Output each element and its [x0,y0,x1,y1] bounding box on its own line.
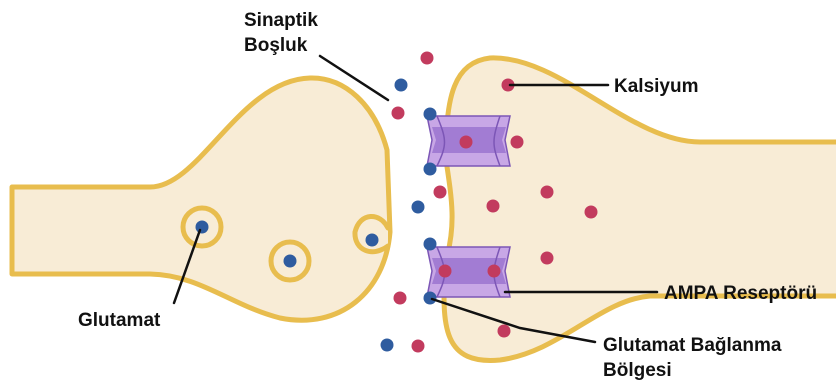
glutamate-molecule [412,201,425,214]
calcium-ion [434,186,447,199]
calcium-ion [439,265,452,278]
label-glutamate: Glutamat [78,310,161,331]
postsynaptic-dendrite [444,58,836,361]
glutamate-molecule [424,238,437,251]
label-synaptic-cleft-2: Boşluk [244,35,308,56]
calcium-ion [541,186,554,199]
glutamate-molecule [366,234,379,247]
calcium-ion [511,136,524,149]
glutamate-molecule [381,339,394,352]
glutamate-molecule [284,255,297,268]
calcium-ion [412,340,425,353]
label-calcium: Kalsiyum [614,76,698,97]
calcium-ion [541,252,554,265]
label-ampa-receptor: AMPA Reseptörü [664,283,817,304]
glutamate-molecule [424,108,437,121]
calcium-ion [394,292,407,305]
calcium-ion [460,136,473,149]
glutamate-molecule [424,292,437,305]
label-binding-site-2: Bölgesi [603,360,672,381]
calcium-ion [487,200,500,213]
label-binding-site-1: Glutamat Bağlanma [603,335,782,356]
glutamate-molecule [196,221,209,234]
label-synaptic-cleft-1: Sinaptik [244,10,318,31]
glutamate-molecule [395,79,408,92]
calcium-ion [498,325,511,338]
calcium-ion [392,107,405,120]
calcium-ion [488,265,501,278]
glutamate-molecule [424,163,437,176]
calcium-ion [421,52,434,65]
calcium-ion [585,206,598,219]
presynaptic-terminal [12,78,390,320]
